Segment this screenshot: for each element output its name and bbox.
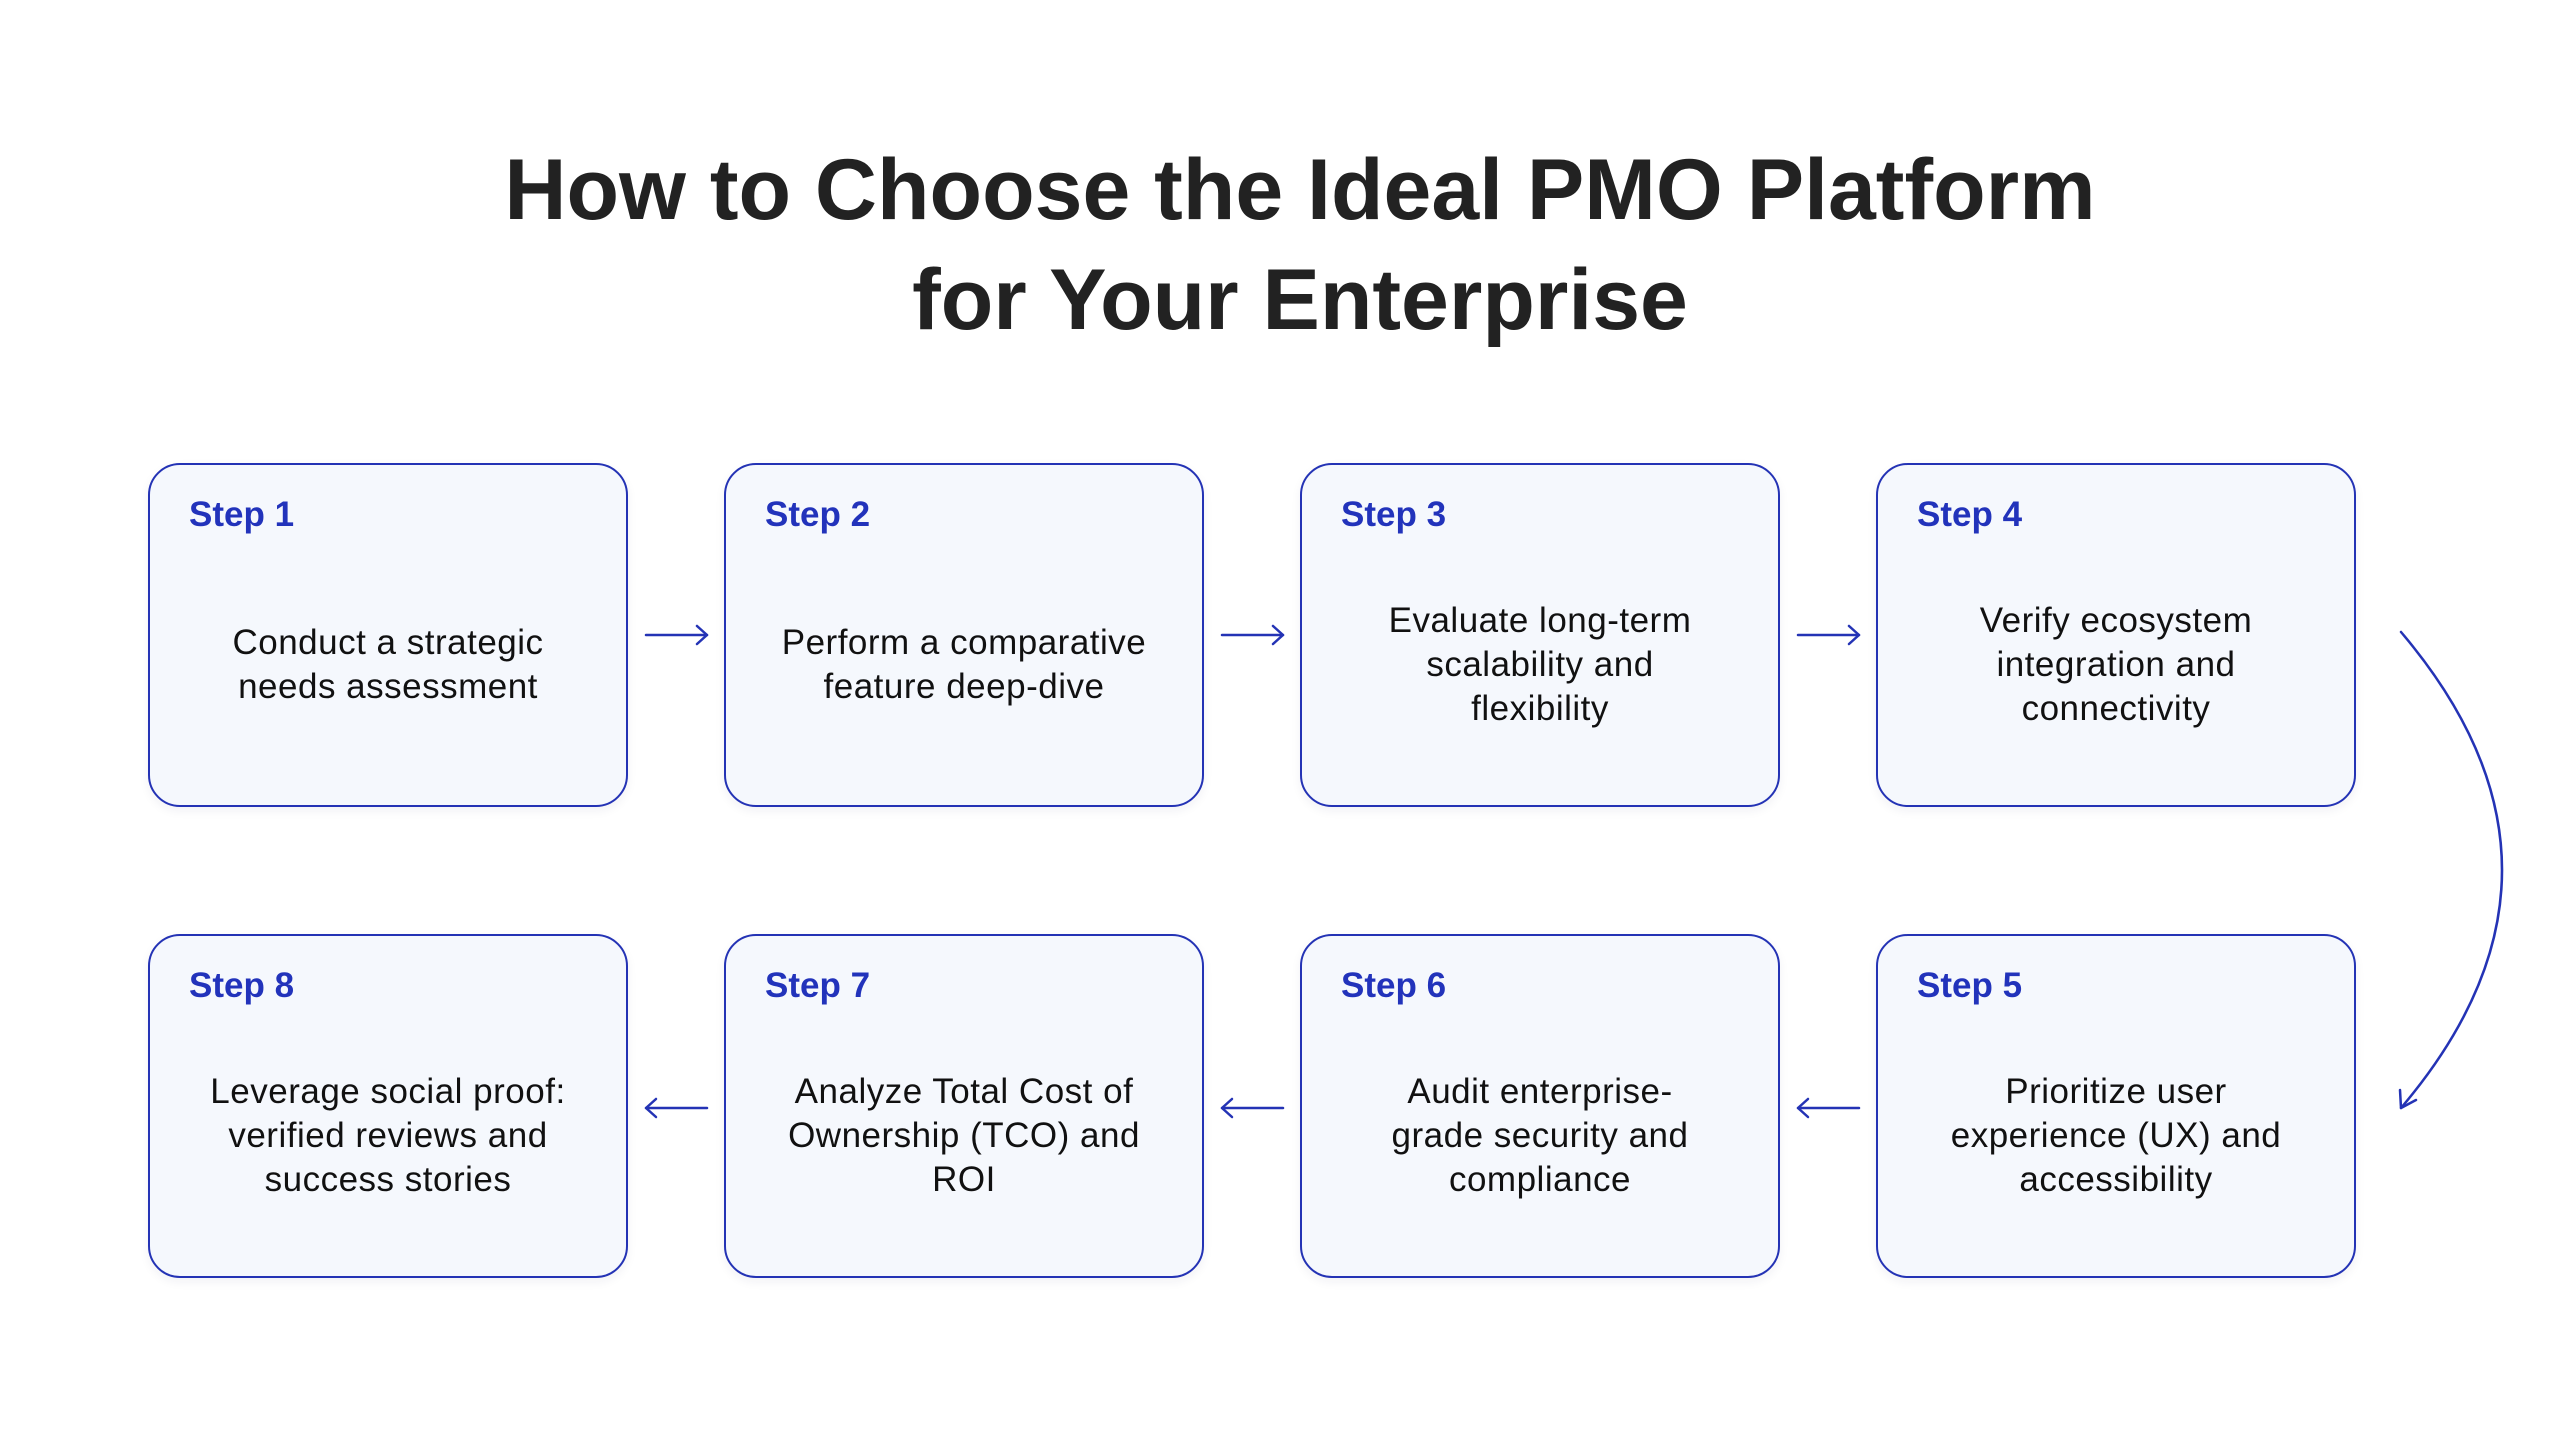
step-description: Verify ecosystem integration and connect… [1979, 601, 2253, 728]
arrow-left-icon [1796, 1097, 1861, 1119]
step-label: Step 3 [1341, 495, 1447, 534]
step-label: Step 4 [1917, 495, 2023, 534]
arrow-left-icon [644, 1097, 709, 1119]
step-description: Audit enterprise-grade security and comp… [1391, 1072, 1689, 1199]
step-card-8: Step 8 Leverage social proof: verified r… [148, 934, 628, 1278]
step-card-2: Step 2 Perform a comparative feature dee… [724, 463, 1204, 807]
step-description: Analyze Total Cost of Ownership (TCO) an… [788, 1072, 1140, 1199]
step-card-3: Step 3 Evaluate long-term scalability an… [1300, 463, 1780, 807]
step-label: Step 2 [765, 495, 871, 534]
step-label: Step 1 [189, 495, 295, 534]
title-line-1: How to Choose the Ideal PMO Platform [504, 142, 2096, 238]
step-card-5: Step 5 Prioritize user experience (UX) a… [1876, 934, 2356, 1278]
step-label: Step 8 [189, 966, 295, 1005]
step-description: Leverage social proof: verified reviews … [210, 1072, 566, 1199]
step-description: Conduct a strategic needs assessment [232, 623, 544, 706]
arrow-right-icon [644, 624, 709, 646]
curved-arrow-down-icon [2398, 630, 2504, 1110]
step-card-1: Step 1 Conduct a strategic needs assessm… [148, 463, 628, 807]
step-label: Step 5 [1917, 966, 2023, 1005]
step-label: Step 6 [1341, 966, 1447, 1005]
step-description: Prioritize user experience (UX) and acce… [1950, 1072, 2282, 1199]
step-description: Evaluate long-term scalability and flexi… [1388, 601, 1692, 728]
step-card-6: Step 6 Audit enterprise-grade security a… [1300, 934, 1780, 1278]
step-description: Perform a comparative feature deep-dive [781, 623, 1147, 706]
arrow-left-icon [1220, 1097, 1285, 1119]
arrow-right-icon [1220, 624, 1285, 646]
arrow-right-icon [1796, 624, 1861, 646]
step-card-4: Step 4 Verify ecosystem integration and … [1876, 463, 2356, 807]
title-line-2: for Your Enterprise [912, 252, 1688, 348]
step-label: Step 7 [765, 966, 871, 1005]
step-card-7: Step 7 Analyze Total Cost of Ownership (… [724, 934, 1204, 1278]
page-title: How to Choose the Ideal PMO Platform for… [20, 135, 2560, 355]
